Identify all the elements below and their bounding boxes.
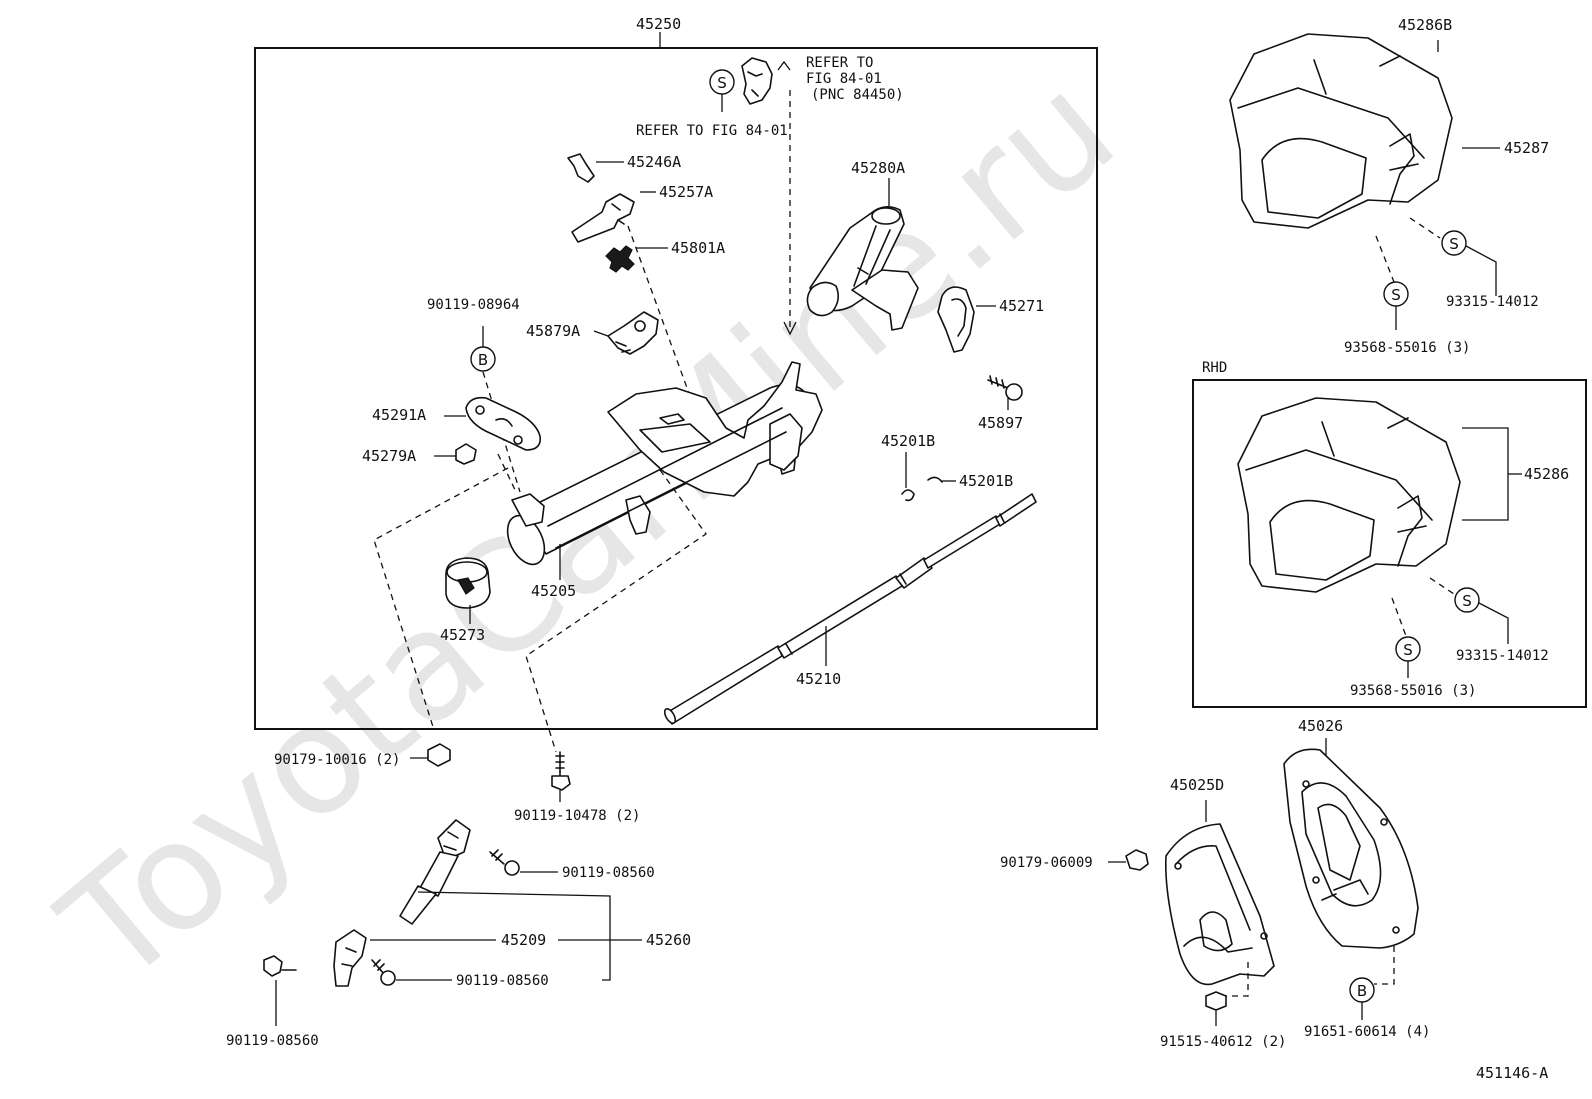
label-45279A: 45279A — [362, 447, 416, 465]
label-45201B-a: 45201B — [881, 432, 935, 450]
label-45897: 45897 — [978, 414, 1023, 432]
part-45201B-b — [927, 476, 943, 483]
part-45879A — [607, 311, 659, 355]
rhd-frame — [1192, 379, 1587, 708]
label-refer1-line3: (PNC 84450) — [811, 87, 904, 103]
label-45210: 45210 — [796, 670, 841, 688]
label-45287: 45287 — [1504, 139, 1549, 157]
diagram-id: 451146-A — [1476, 1064, 1548, 1082]
part-45280A — [806, 206, 919, 331]
part-90119-08560-b — [371, 959, 396, 986]
part-45205 — [506, 361, 823, 566]
part-45273 — [445, 557, 491, 609]
label-45026: 45026 — [1298, 717, 1343, 735]
label-45260: 45260 — [646, 931, 691, 949]
label-45025D: 45025D — [1170, 776, 1224, 794]
svg-text:S: S — [1462, 592, 1472, 610]
part-45209 — [333, 929, 367, 987]
label-90119-08560-a: 90119-08560 — [562, 865, 655, 881]
assembly-45250-frame — [254, 47, 1098, 730]
label-90179-06009: 90179-06009 — [1000, 855, 1093, 871]
svg-text:S: S — [1391, 286, 1401, 304]
part-45260 — [399, 819, 471, 925]
part-45246A — [567, 153, 595, 183]
label-91515-40612: 91515-40612 (2) — [1160, 1034, 1286, 1050]
part-90179-06009 — [1125, 849, 1149, 871]
svg-text:S: S — [1449, 235, 1459, 253]
part-45025D — [1164, 823, 1275, 986]
part-90119-10478 — [551, 751, 571, 791]
label-93568-55016-a: 93568-55016 (3) — [1344, 340, 1470, 356]
symbol-s-b1: S — [1454, 587, 1480, 613]
label-45280A: 45280A — [851, 159, 905, 177]
part-45201B-a — [901, 489, 915, 502]
label-45246A: 45246A — [627, 153, 681, 171]
ignition-switch-ref-part — [741, 57, 773, 105]
label-rhd: RHD — [1202, 360, 1227, 376]
label-90119-08560-b: 90119-08560 — [456, 973, 549, 989]
part-45271 — [937, 286, 975, 353]
label-45209: 45209 — [501, 931, 546, 949]
part-45286B — [1229, 33, 1453, 229]
symbol-s-ref: S — [709, 69, 735, 95]
part-90119-08560-c — [263, 955, 297, 977]
label-refer1-line1: REFER TO — [806, 55, 873, 71]
label-45801A: 45801A — [671, 239, 725, 257]
part-90179-10016 — [427, 743, 451, 767]
label-90119-08560-c: 90119-08560 — [226, 1033, 319, 1049]
svg-text:S: S — [1403, 641, 1413, 659]
label-93568-55016-b: 93568-55016 (3) — [1350, 683, 1476, 699]
label-45291A: 45291A — [372, 406, 426, 424]
part-45286 — [1237, 397, 1461, 593]
label-93315-14012-b: 93315-14012 — [1456, 648, 1549, 664]
label-45271: 45271 — [999, 297, 1044, 315]
label-45879A: 45879A — [526, 322, 580, 340]
label-45201B-b: 45201B — [959, 472, 1013, 490]
label-90119-08964: 90119-08964 — [427, 297, 520, 313]
part-90119-08560-a — [489, 849, 520, 876]
svg-text:B: B — [1357, 982, 1367, 1000]
part-45026 — [1283, 748, 1419, 949]
symbol-b-bolt: B — [470, 346, 496, 372]
label-45273: 45273 — [440, 626, 485, 644]
label-refer1-line2: FIG 84-01 — [806, 71, 882, 87]
symbol-b-plate: B — [1349, 977, 1375, 1003]
label-91651-60614: 91651-60614 (4) — [1304, 1024, 1430, 1040]
symbol-s-a2: S — [1383, 281, 1409, 307]
part-45291A — [465, 396, 542, 451]
part-45897 — [987, 375, 1023, 401]
part-45801A — [605, 245, 635, 273]
label-45286: 45286 — [1524, 465, 1569, 483]
label-45257A: 45257A — [659, 183, 713, 201]
part-45257A — [571, 193, 635, 243]
label-93315-14012-a: 93315-14012 — [1446, 294, 1539, 310]
part-45210 — [663, 493, 1037, 725]
label-90179-10016: 90179-10016 (2) — [274, 752, 400, 768]
part-45279A — [455, 443, 477, 465]
label-45250: 45250 — [636, 15, 681, 33]
label-45205: 45205 — [531, 582, 576, 600]
label-45286B: 45286B — [1398, 16, 1452, 34]
part-91515-40612 — [1205, 991, 1227, 1011]
symbol-s-a1: S — [1441, 230, 1467, 256]
label-90119-10478: 90119-10478 (2) — [514, 808, 640, 824]
svg-text:S: S — [717, 74, 727, 92]
svg-text:B: B — [478, 351, 488, 369]
symbol-s-b2: S — [1395, 636, 1421, 662]
label-refer2: REFER TO FIG 84-01 — [636, 123, 788, 139]
